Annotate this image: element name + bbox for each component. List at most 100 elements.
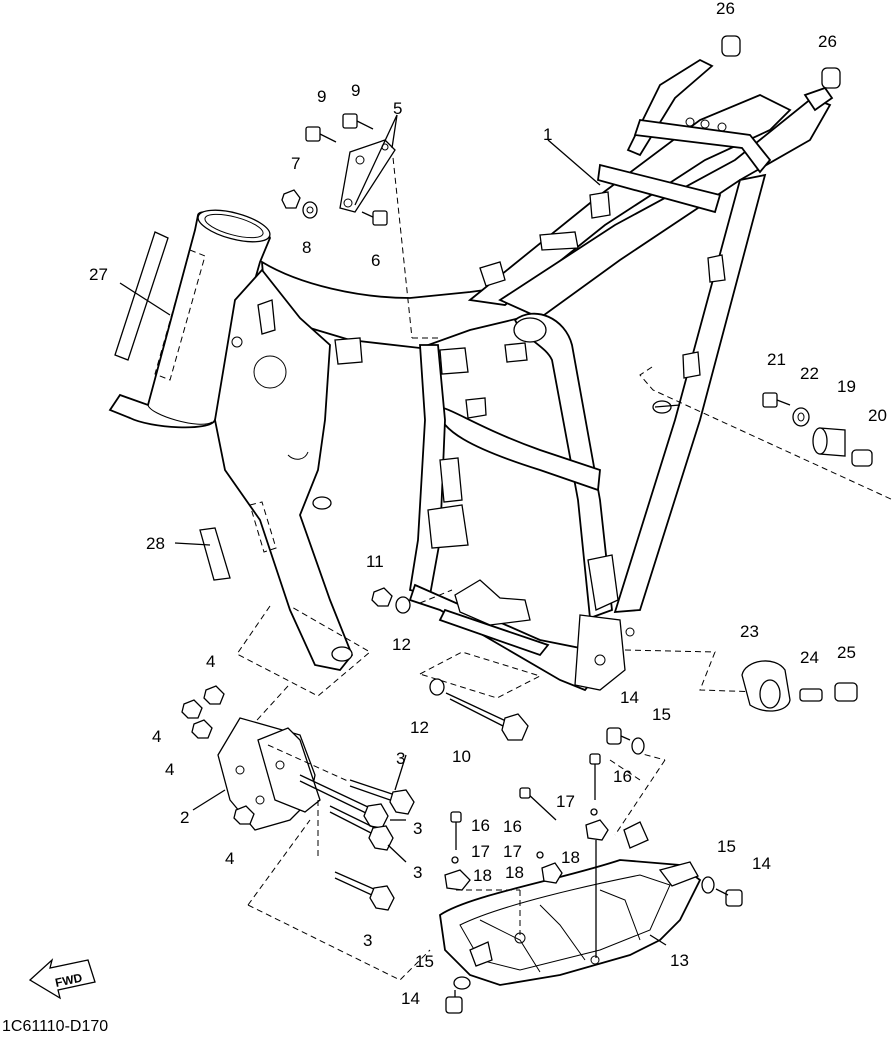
rivet-16: [450, 811, 462, 850]
callout-5: 5: [393, 99, 402, 118]
bolt-14: [445, 990, 463, 1014]
callout-11: 11: [366, 552, 384, 571]
callout-28: 28: [146, 534, 165, 553]
callout-16: 16: [471, 816, 490, 835]
callout-4: 4: [225, 849, 234, 868]
callout-15: 15: [415, 952, 434, 971]
washer-15: [701, 876, 715, 894]
callout-17: 17: [503, 842, 522, 861]
callout-15: 15: [652, 705, 671, 724]
callout-15: 15: [717, 837, 736, 856]
skid-plate-13: [439, 821, 702, 986]
bolt-10: [445, 692, 529, 741]
callout-21: 21: [767, 350, 786, 369]
decal-28: [174, 501, 277, 581]
callout-17: 17: [556, 792, 575, 811]
callout-17: 17: [471, 842, 490, 861]
washer-12: [395, 596, 411, 614]
callout-26: 26: [716, 0, 735, 18]
callout-25: 25: [837, 643, 856, 662]
nut-4: [233, 805, 255, 825]
callout-1: 1: [543, 125, 552, 144]
washer-12: [429, 678, 445, 696]
nut-4: [191, 719, 213, 739]
callout-3: 3: [396, 749, 405, 768]
callout-18: 18: [561, 848, 580, 867]
callout-16: 16: [503, 817, 522, 836]
bolt-3: [349, 779, 415, 815]
reference-lines: [236, 147, 893, 981]
callout-13: 13: [670, 951, 689, 970]
callout-4: 4: [152, 727, 161, 746]
rivet-16: [519, 787, 557, 821]
engine-bracket-2: [217, 717, 321, 831]
callout-3: 3: [413, 819, 422, 838]
nut-11: [371, 587, 393, 607]
washer-22: [792, 407, 810, 427]
nut-18: [444, 869, 471, 891]
callout-24: 24: [800, 648, 819, 667]
callout-27: 27: [89, 265, 108, 284]
callout-14: 14: [620, 688, 639, 707]
callout-4: 4: [206, 652, 215, 671]
callout-labels: 26 26 1 5 9 9 7 8 6 27 28 21 22 19 20 11…: [89, 0, 887, 1008]
nut-4: [181, 699, 203, 719]
frame-part-1: [108, 58, 834, 692]
bracket-5: [339, 139, 396, 213]
bolt-25: [834, 682, 858, 702]
bolt-14: [715, 888, 743, 907]
bolt-3: [334, 871, 395, 911]
bolt-3: [299, 774, 389, 829]
nut-18: [541, 862, 563, 884]
bushing-23: [741, 660, 791, 712]
callout-12: 12: [392, 635, 411, 654]
callout-12: 12: [410, 718, 429, 737]
washer-17: [451, 856, 459, 864]
svg-text:FWD: FWD: [54, 971, 84, 990]
bolt-3: [329, 805, 394, 851]
washer-17: [536, 851, 544, 859]
callout-3: 3: [413, 863, 422, 882]
callout-14: 14: [752, 854, 771, 873]
callout-7: 7: [291, 154, 300, 173]
callout-14: 14: [401, 989, 420, 1008]
callout-9: 9: [351, 81, 360, 100]
callout-8: 8: [302, 238, 311, 257]
nut-4: [203, 685, 225, 705]
callout-16: 16: [613, 767, 632, 786]
washer-8: [302, 201, 318, 219]
cap-26: [721, 35, 741, 57]
collar-24: [799, 688, 823, 702]
callout-22: 22: [800, 364, 819, 383]
collar-19: [812, 427, 846, 457]
cap-26: [821, 67, 841, 89]
callout-26: 26: [818, 32, 837, 51]
bolt-14: [606, 727, 631, 745]
washer-15: [453, 976, 471, 990]
decal-27: [114, 231, 206, 381]
callout-9: 9: [317, 87, 326, 106]
callout-10: 10: [452, 747, 471, 766]
nut-18: [585, 819, 609, 841]
nut-7: [281, 189, 301, 209]
callout-2: 2: [180, 808, 189, 827]
bolt-9: [305, 126, 337, 143]
callout-3: 3: [363, 931, 372, 950]
callout-18: 18: [505, 863, 524, 882]
nut-20: [851, 449, 873, 467]
diagram-code: 1C61110-D170: [2, 1018, 108, 1035]
callout-6: 6: [371, 251, 380, 270]
fwd-arrow-icon: FWD: [28, 958, 96, 1000]
callout-23: 23: [740, 622, 759, 641]
callout-19: 19: [837, 377, 856, 396]
bolt-21: [762, 392, 791, 408]
rivet-16: [589, 753, 601, 800]
leader-lines: [192, 114, 667, 946]
callout-20: 20: [868, 406, 887, 425]
callout-18: 18: [473, 866, 492, 885]
callout-4: 4: [165, 760, 174, 779]
bolt-6: [361, 210, 388, 226]
washer-17: [590, 808, 598, 816]
washer-15: [631, 737, 645, 755]
